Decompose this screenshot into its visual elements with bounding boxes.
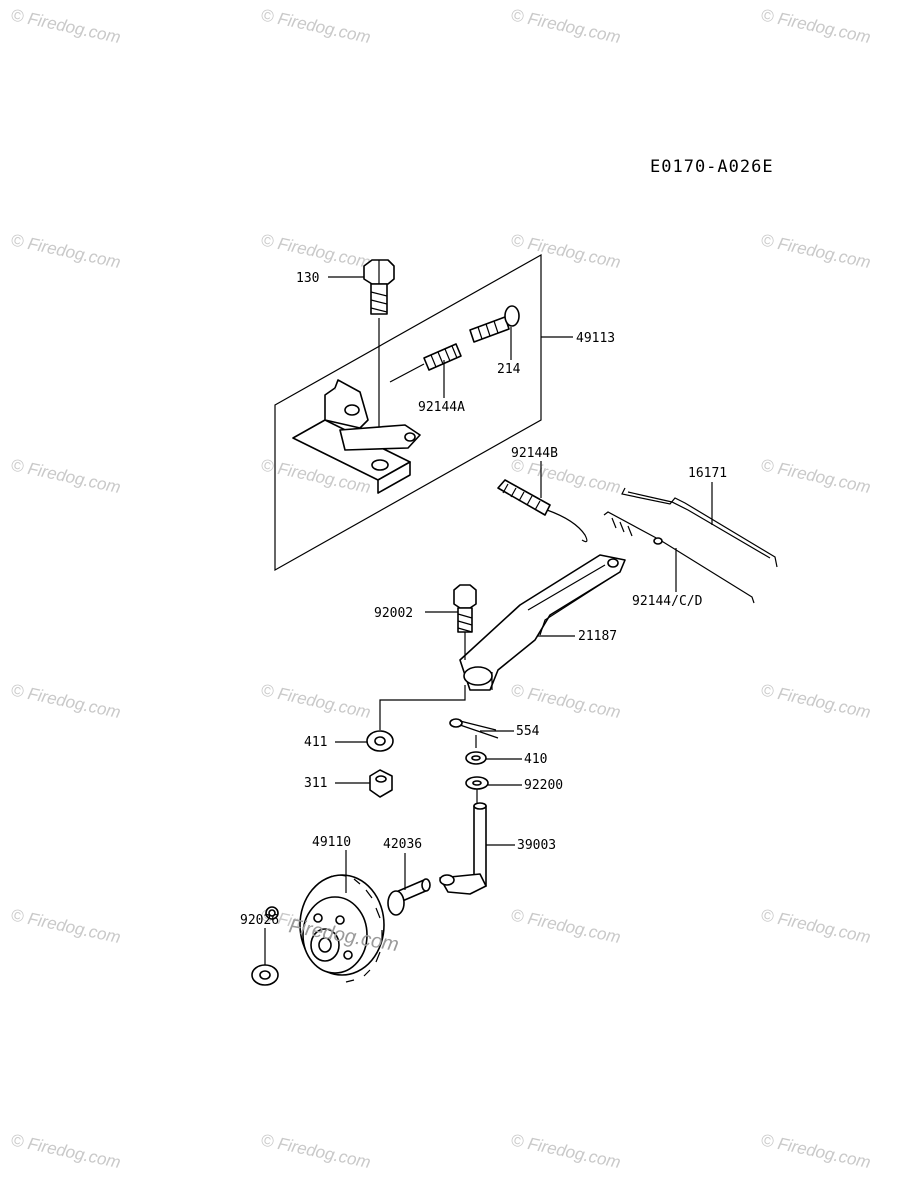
- part-92144b-spring: [497, 479, 588, 543]
- watermark-text: © Firedog.com: [259, 5, 372, 47]
- part-554-pin: [449, 718, 499, 748]
- watermark-text: © Firedog.com: [509, 905, 622, 947]
- part-labels: 130 49113 214 92144A 92144B 16171 92144/…: [240, 271, 727, 928]
- part-130-bolt: [363, 259, 395, 460]
- assembly-frame: [274, 253, 542, 572]
- part-214-bolt: [469, 305, 520, 343]
- part-92200-washer: [465, 776, 489, 806]
- part-92002-bolt: [453, 584, 477, 660]
- part-92026-ring: [251, 906, 279, 986]
- part-410-washer: [465, 751, 487, 765]
- part-49110-gear: [299, 874, 385, 983]
- watermark-text: © Firedog.com: [759, 455, 872, 497]
- watermark-text: © Firedog.com: [259, 1130, 372, 1172]
- part-92144a-spring: [389, 343, 462, 383]
- label-39003: 39003: [517, 838, 556, 853]
- diagram-code: E0170-A026E: [650, 157, 774, 177]
- part-311-nut: [369, 769, 393, 798]
- part-39003-shaft: [439, 802, 487, 895]
- part-21187-lever: [459, 554, 626, 691]
- label-410: 410: [524, 752, 547, 767]
- label-411: 411: [304, 735, 327, 750]
- watermark-text: © Firedog.com: [9, 1130, 122, 1172]
- watermark-text: © Firedog.com: [759, 905, 872, 947]
- watermark-text: © Firedog.com: [9, 680, 122, 722]
- watermark-text: © Firedog.com: [259, 230, 372, 272]
- label-21187: 21187: [578, 629, 617, 644]
- watermark-text: © Firedog.com: [9, 5, 122, 47]
- label-130: 130: [296, 271, 319, 286]
- watermark-text: © Firedog.com: [9, 230, 122, 272]
- label-92200: 92200: [524, 778, 563, 793]
- part-411-washer: [366, 730, 394, 752]
- label-92144b: 92144B: [511, 446, 558, 461]
- label-92026: 92026: [240, 913, 279, 928]
- watermark-text: © Firedog.com: [9, 905, 122, 947]
- watermark-text: © Firedog.com: [509, 680, 622, 722]
- watermark-text: © Firedog.com: [759, 5, 872, 47]
- part-42036-shaft: [387, 878, 431, 916]
- label-311: 311: [304, 776, 327, 791]
- watermark-text: © Firedog.com: [259, 680, 372, 722]
- label-92144cd: 92144/C/D: [632, 594, 703, 609]
- label-16171: 16171: [688, 466, 727, 481]
- governor-plate-bracket: [292, 379, 421, 494]
- watermark-text: © Firedog.com: [509, 5, 622, 47]
- watermark-text: © Firedog.com: [509, 230, 622, 272]
- leader-lines: [328, 276, 713, 893]
- watermark-layer: © Firedog.com © Firedog.com © Firedog.co…: [9, 5, 872, 1172]
- label-92002: 92002: [374, 606, 413, 621]
- label-554: 554: [516, 724, 540, 739]
- label-42036: 42036: [383, 837, 422, 852]
- label-49113: 49113: [576, 331, 615, 346]
- label-214: 214: [497, 362, 521, 377]
- watermark-text: © Firedog.com: [759, 1130, 872, 1172]
- watermark-text: © Firedog.com: [509, 1130, 622, 1172]
- part-92144cd-spring: [603, 511, 755, 604]
- label-49110: 49110: [312, 835, 351, 850]
- watermark-text: © Firedog.com: [759, 230, 872, 272]
- watermark-text: © Firedog.com: [759, 680, 872, 722]
- label-92144a: 92144A: [418, 400, 465, 415]
- watermark-text: © Firedog.com: [9, 455, 122, 497]
- part-16171-rod: [621, 487, 778, 568]
- connector-line: [379, 685, 466, 730]
